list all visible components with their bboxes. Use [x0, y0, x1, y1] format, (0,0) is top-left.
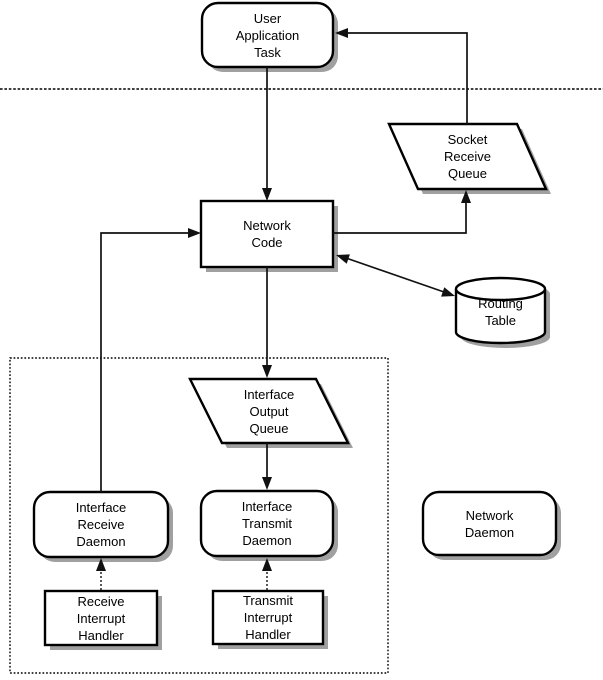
edge-socket-receive-queue-to-user-application-task — [335, 28, 468, 124]
edge-receive-interrupt-handler-to-interface-receive-daemon — [96, 558, 106, 590]
user-application-task-shape — [200, 1, 338, 72]
edge-user-application-task-to-network-code — [262, 67, 272, 201]
transmit-interrupt-handler-shape — [211, 589, 328, 649]
network-code-shape — [199, 199, 338, 272]
edge-network-code-routing-table-bidirectional — [336, 254, 455, 297]
interface-transmit-daemon-shape — [199, 489, 338, 561]
edge-interface-receive-daemon-to-network-code — [100, 228, 201, 492]
driver-layer-group-box — [9, 357, 389, 674]
edge-network-code-to-interface-output-queue — [262, 267, 272, 378]
network-daemon-shape — [421, 490, 561, 560]
receive-interrupt-handler-shape — [43, 589, 162, 650]
interface-receive-daemon-shape — [32, 490, 173, 562]
edge-interface-output-queue-to-interface-transmit-daemon — [262, 443, 272, 490]
edge-network-code-to-socket-receive-queue — [333, 190, 471, 234]
socket-receive-queue-shape — [387, 122, 551, 194]
interface-output-queue-shape — [188, 377, 353, 448]
edge-transmit-interrupt-handler-to-interface-transmit-daemon — [262, 558, 272, 590]
routing-table-shape — [454, 276, 550, 348]
